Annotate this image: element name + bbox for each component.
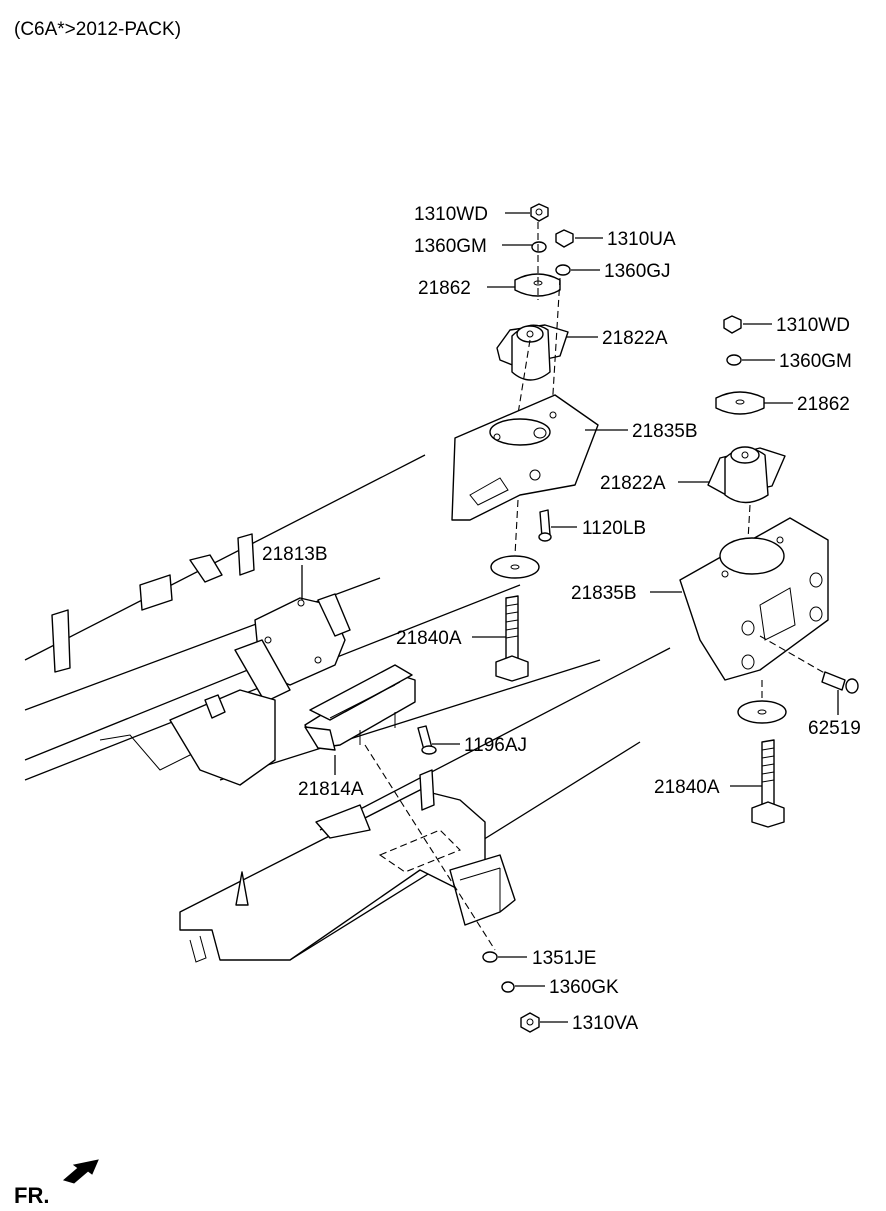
label-21814a: 21814A [298, 779, 364, 800]
label-1310wd-right: 1310WD [776, 315, 850, 336]
label-1360gk: 1360GK [549, 977, 619, 998]
transmission-insulator-21814a [304, 664, 416, 751]
label-1310wd-left: 1310WD [414, 204, 488, 225]
label-21813b: 21813B [262, 544, 328, 565]
label-1360gj: 1360GJ [604, 261, 671, 282]
front-direction-marker: FR. [14, 1159, 99, 1208]
right-mount-stack [679, 315, 859, 828]
label-1351je: 1351JE [532, 948, 596, 969]
label-21822a-right: 21822A [600, 473, 666, 494]
label-1310ua: 1310UA [607, 229, 676, 250]
leader-lines [301, 212, 839, 1023]
diagram-header: (C6A*>2012-PACK) [14, 19, 181, 40]
label-21840a-left: 21840A [396, 628, 462, 649]
label-1310va: 1310VA [572, 1013, 639, 1034]
transmission-bracket-21813b [169, 593, 351, 786]
label-62519: 62519 [808, 718, 861, 739]
part-labels: 1310WD 1310UA 1360GM 1360GJ 21862 21822A… [262, 204, 861, 1034]
label-1196aj: 1196AJ [464, 735, 527, 756]
frame-rail-front [179, 647, 671, 963]
left-mount-stack [451, 203, 599, 682]
label-1360gm-left: 1360GM [414, 236, 487, 257]
bolt-1196aj [417, 725, 437, 755]
label-1120lb: 1120LB [582, 518, 646, 539]
front-direction-label: FR. [14, 1183, 49, 1208]
label-21835b-left: 21835B [632, 421, 698, 442]
label-21822a-left: 21822A [602, 328, 668, 349]
label-21835b-right: 21835B [571, 583, 637, 604]
front-arrow-icon [62, 1159, 99, 1184]
label-21840a-right: 21840A [654, 777, 720, 798]
transmission-lower-fasteners [364, 744, 540, 1033]
label-21862-left: 21862 [418, 278, 471, 299]
label-1360gm-right: 1360GM [779, 351, 852, 372]
label-21862-right: 21862 [797, 394, 850, 415]
frame-rail-rear [24, 454, 521, 781]
